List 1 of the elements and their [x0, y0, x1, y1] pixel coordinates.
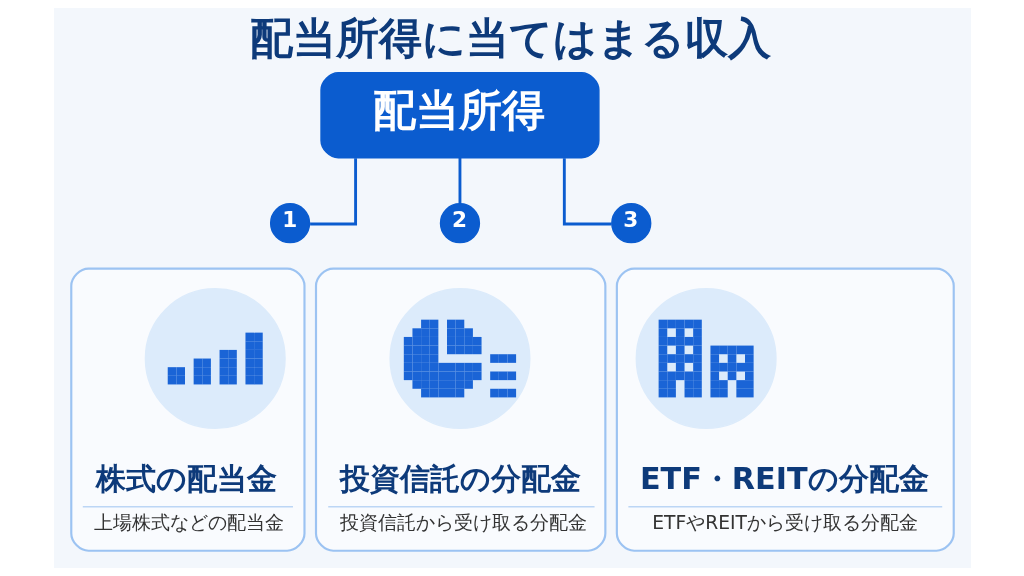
- diagram-title: 配当所得に当てはまる収入: [250, 12, 771, 63]
